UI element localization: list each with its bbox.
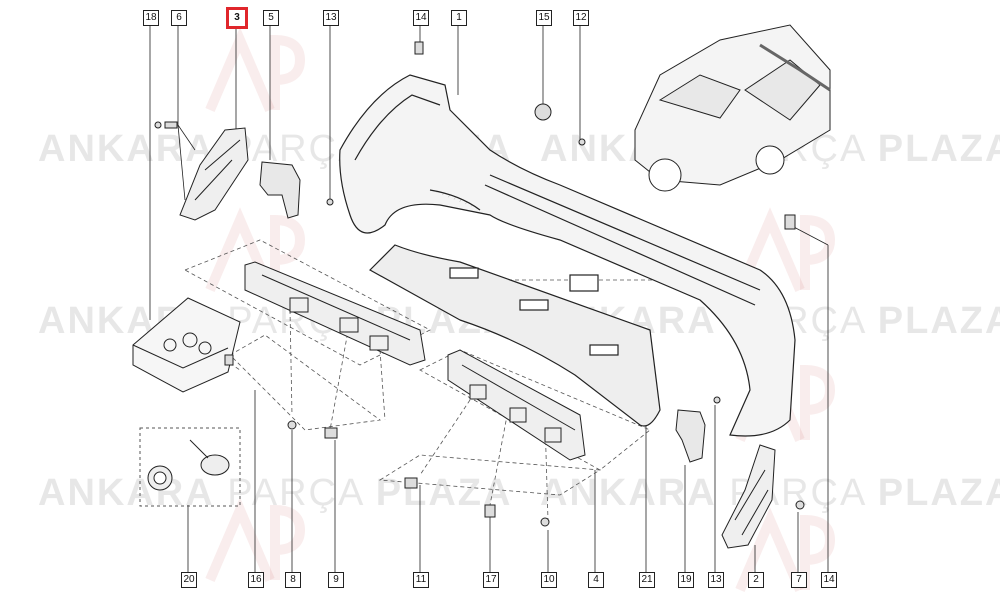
left-bracket-shape <box>244 261 426 366</box>
part-label-20[interactable]: 20 <box>181 572 197 588</box>
part-label-13-top[interactable]: 13 <box>323 10 339 26</box>
part-label-14-bottom[interactable]: 14 <box>821 572 837 588</box>
part-label-14-top[interactable]: 14 <box>413 10 429 26</box>
part-label-2[interactable]: 2 <box>748 572 764 588</box>
part-label-13-bottom[interactable]: 13 <box>708 572 724 588</box>
vehicle-illustration-icon <box>634 24 831 192</box>
part-label-1[interactable]: 1 <box>451 10 467 26</box>
fastener-kit-box-shape <box>132 297 241 393</box>
part-label-18[interactable]: 18 <box>143 10 159 26</box>
lower-diffuser-shape <box>369 244 661 427</box>
grommet-kit-group <box>139 427 241 507</box>
part-label-15[interactable]: 15 <box>536 10 552 26</box>
part-label-11[interactable]: 11 <box>413 572 429 588</box>
bumper-plate-rect <box>569 274 599 292</box>
part-label-4[interactable]: 4 <box>588 572 604 588</box>
part-label-12[interactable]: 12 <box>573 10 589 26</box>
part-label-16[interactable]: 16 <box>248 572 264 588</box>
part-label-9[interactable]: 9 <box>328 572 344 588</box>
part-label-3-highlighted[interactable]: 3 <box>226 7 248 29</box>
bracket-19-shape <box>675 409 706 463</box>
part-label-10[interactable]: 10 <box>541 572 557 588</box>
part-label-5[interactable]: 5 <box>263 10 279 26</box>
part-label-8[interactable]: 8 <box>285 572 301 588</box>
part-label-21[interactable]: 21 <box>639 572 655 588</box>
side-bracket-2-shape <box>721 444 776 549</box>
fastener-icons <box>154 41 805 527</box>
part-label-17[interactable]: 17 <box>483 572 499 588</box>
part-label-6[interactable]: 6 <box>171 10 187 26</box>
part-label-7[interactable]: 7 <box>791 572 807 588</box>
bracket-5-shape <box>259 161 301 219</box>
right-bracket-shape <box>447 349 586 461</box>
watermark-row-3b: ANKARA PARÇA PLAZA <box>540 472 1000 514</box>
leader-lines <box>149 25 829 572</box>
rear-bumper-shape <box>339 74 796 437</box>
part-label-19[interactable]: 19 <box>678 572 694 588</box>
side-bracket-3-shape <box>179 127 249 221</box>
